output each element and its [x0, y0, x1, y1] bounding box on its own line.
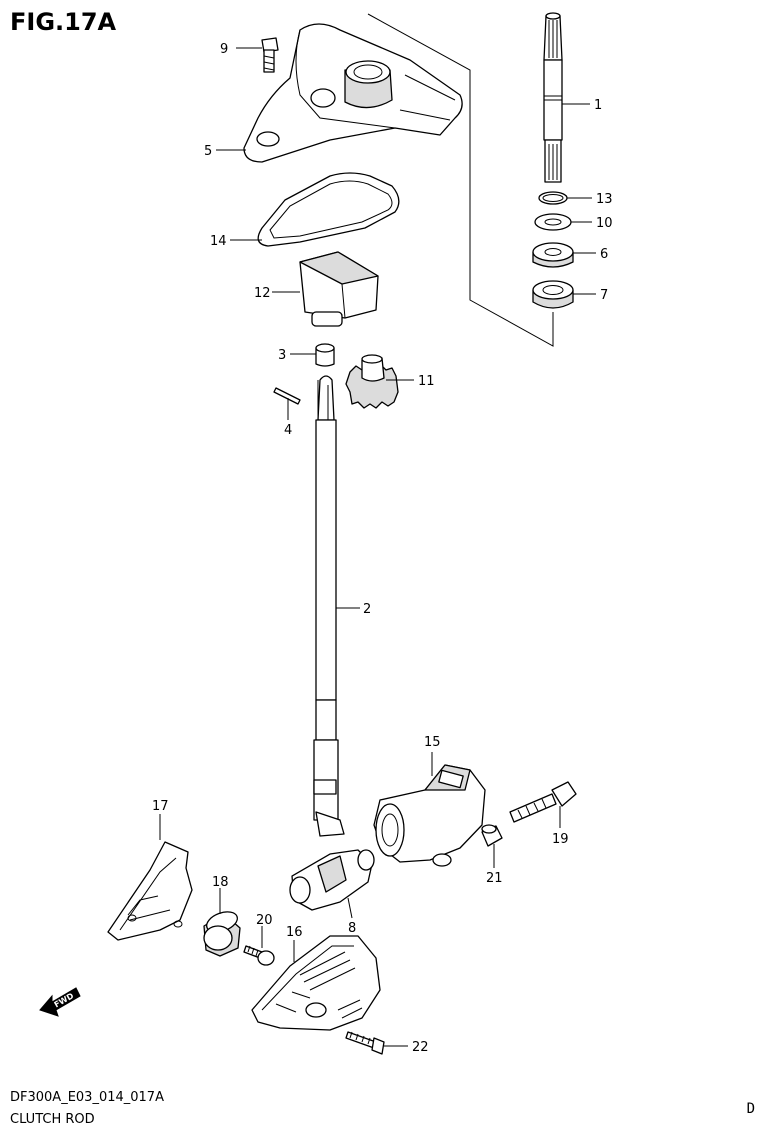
- figure-title: FIG.17A: [10, 8, 117, 36]
- callout-3[interactable]: 3: [278, 348, 286, 363]
- part-17-cover[interactable]: [107, 841, 193, 941]
- part-13-circlip[interactable]: [538, 191, 568, 205]
- callout-18[interactable]: 18: [212, 875, 229, 890]
- figure-name: CLUTCH ROD: [10, 1112, 95, 1127]
- callout-19[interactable]: 19: [552, 832, 569, 847]
- callout-5[interactable]: 5: [204, 144, 212, 159]
- part-12-block[interactable]: [299, 251, 379, 327]
- part-15-housing[interactable]: [373, 764, 486, 867]
- part-20-screw[interactable]: [243, 945, 275, 966]
- callout-21[interactable]: 21: [486, 871, 503, 886]
- callout-22[interactable]: 22: [412, 1040, 429, 1055]
- fwd-arrow-icon: FWD: [39, 987, 81, 1017]
- callout-14[interactable]: 14: [210, 234, 227, 249]
- callout-1[interactable]: 1: [594, 98, 602, 113]
- part-1-shaft[interactable]: [543, 12, 563, 183]
- callout-6[interactable]: 6: [600, 247, 608, 262]
- callout-11[interactable]: 11: [418, 374, 435, 389]
- fwd-label: FWD: [53, 991, 76, 1009]
- part-7-oil-seal[interactable]: [532, 280, 574, 309]
- part-18-collar[interactable]: [203, 908, 241, 957]
- callout-13[interactable]: 13: [596, 192, 613, 207]
- part-21-bushing[interactable]: [481, 824, 503, 847]
- part-2-clutch-rod[interactable]: [313, 375, 345, 837]
- part-19-bolt[interactable]: [509, 781, 577, 823]
- part-4-pin[interactable]: [273, 387, 301, 405]
- assembly-bracket-lines: [367, 13, 554, 347]
- callout-20[interactable]: 20: [256, 913, 273, 928]
- callout-labels: 9 5 14 12 3 4 11 2 1 13 10 6 7 15 19 21 …: [152, 42, 613, 1055]
- corner-letter: D: [746, 1101, 755, 1117]
- part-11-gear[interactable]: [345, 354, 399, 409]
- part-22-screw[interactable]: [345, 1031, 385, 1055]
- callout-16[interactable]: 16: [286, 925, 303, 940]
- part-3-bushing[interactable]: [315, 343, 335, 367]
- part-6-spacer[interactable]: [532, 242, 574, 268]
- part-16-lower-cover[interactable]: [251, 935, 381, 1031]
- callout-7[interactable]: 7: [600, 288, 608, 303]
- callout-12[interactable]: 12: [254, 286, 271, 301]
- part-10-washer[interactable]: [534, 213, 572, 231]
- leader-lines: [159, 47, 596, 1047]
- callout-2[interactable]: 2: [363, 602, 371, 617]
- callout-9[interactable]: 9: [220, 42, 228, 57]
- figure-code: DF300A_E03_014_017A: [10, 1090, 164, 1105]
- callout-15[interactable]: 15: [424, 735, 441, 750]
- callout-8[interactable]: 8: [348, 921, 356, 936]
- part-14-gasket[interactable]: [257, 172, 400, 247]
- callout-4[interactable]: 4: [284, 423, 292, 438]
- part-9-bolt[interactable]: [261, 37, 279, 73]
- part-5-bracket[interactable]: [243, 23, 463, 163]
- part-8-lever[interactable]: [289, 849, 375, 911]
- callout-17[interactable]: 17: [152, 799, 169, 814]
- callout-10[interactable]: 10: [596, 216, 613, 231]
